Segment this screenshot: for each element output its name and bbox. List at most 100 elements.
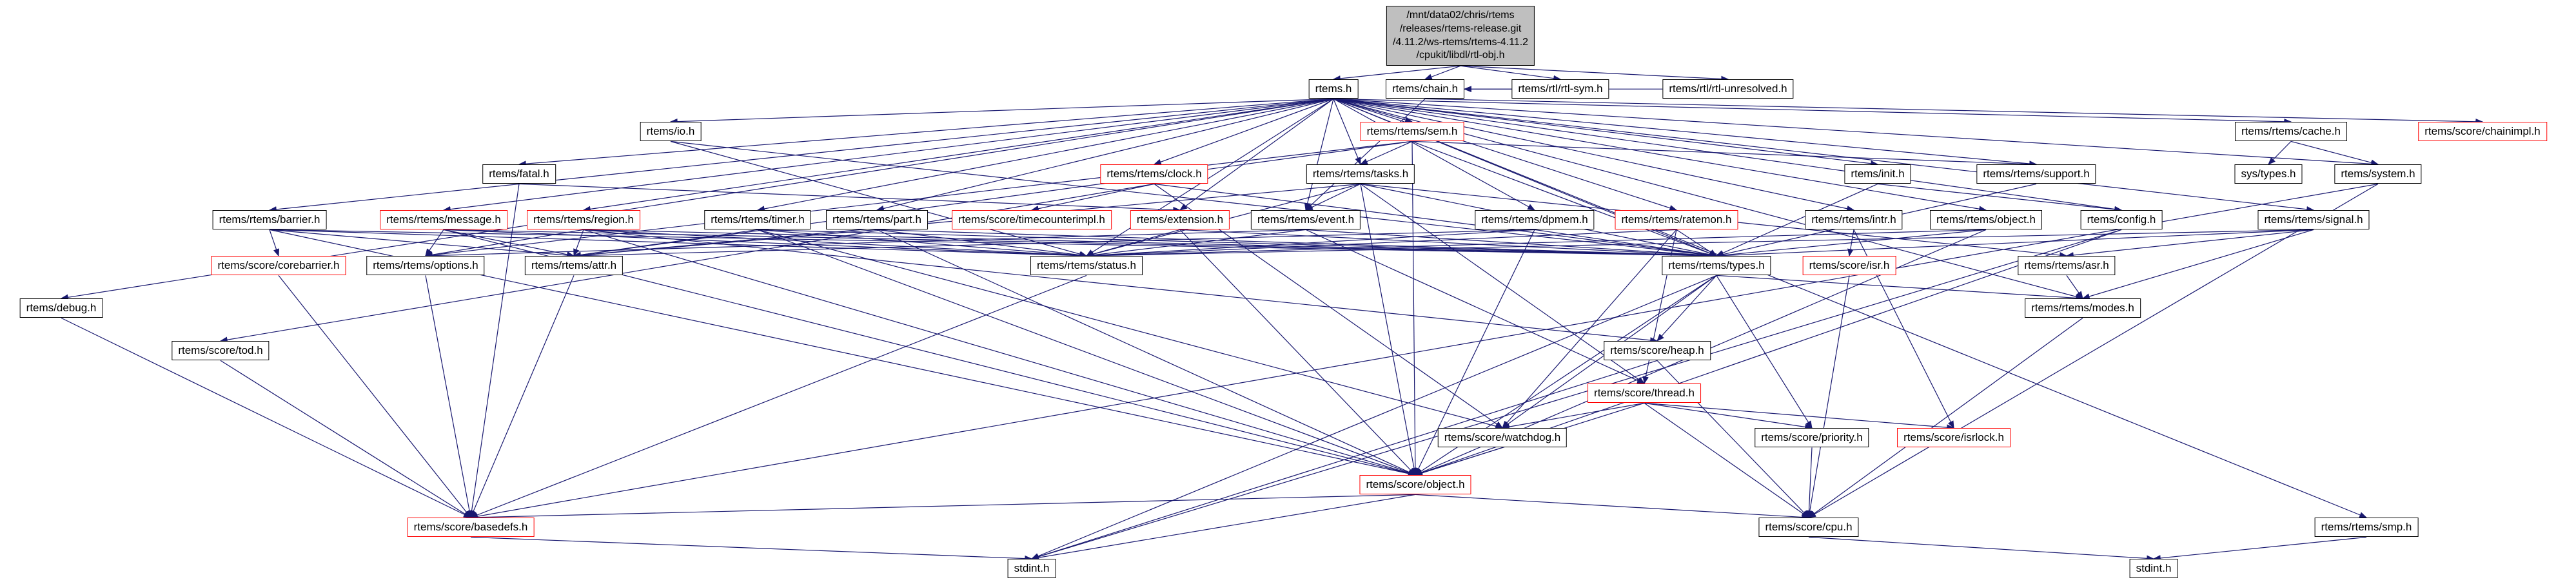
- graph-node-label-line: /mnt/data02/chris/rtems: [1406, 10, 1515, 21]
- edge-fatal--extension: [518, 183, 1181, 213]
- graph-node-priority[interactable]: rtems/score/priority.h: [1755, 428, 1869, 448]
- graph-node-message[interactable]: rtems/rtems/message.h: [380, 210, 507, 230]
- graph-node-chainimpl[interactable]: rtems/score/chainimpl.h: [2418, 122, 2547, 142]
- graph-node-dpmem[interactable]: rtems/rtems/dpmem.h: [1475, 210, 1595, 230]
- graph-node-corebarrier[interactable]: rtems/score/corebarrier.h: [211, 256, 346, 276]
- edge-rtems--status: [1085, 98, 1334, 257]
- graph-node-isr[interactable]: rtems/score/isr.h: [1802, 256, 1896, 276]
- graph-node-barrier[interactable]: rtems/rtems/barrier.h: [212, 210, 327, 230]
- graph-node-rtems[interactable]: rtems.h: [1308, 79, 1359, 99]
- edge-config--stdint_center: [1030, 229, 2122, 560]
- edge-event--status: [1085, 229, 1306, 258]
- graph-node-ratemon[interactable]: rtems/rtems/ratemon.h: [1615, 210, 1738, 230]
- graph-node-config[interactable]: rtems/config.h: [2080, 210, 2163, 230]
- edge-part--status: [876, 229, 1088, 258]
- graph-node-status[interactable]: rtems/rtems/status.h: [1030, 256, 1143, 276]
- edge-rtems--smp: [1333, 98, 2368, 518]
- edge-main--chain: [1424, 65, 1461, 80]
- graph-node-timecounterimpl[interactable]: rtems/score/timecounterimpl.h: [952, 210, 1112, 230]
- edge-signal--asr: [2065, 229, 2314, 258]
- edge-rtems--io: [669, 98, 1334, 125]
- edge-tasks--event: [1304, 183, 1361, 211]
- edge-region--status: [583, 229, 1088, 259]
- graph-node-object_score[interactable]: rtems/score/object.h: [1359, 475, 1471, 495]
- edge-object_classic--types: [1715, 229, 1987, 258]
- graph-node-init[interactable]: rtems/init.h: [1844, 164, 1911, 184]
- graph-node-rtl_unresolved[interactable]: rtems/rtl/rtl-unresolved.h: [1662, 79, 1794, 99]
- edge-clock--types: [1154, 183, 1718, 258]
- graph-node-debug[interactable]: rtems/debug.h: [19, 298, 103, 318]
- edge-barrier--corebarrier: [269, 229, 280, 257]
- graph-node-cache[interactable]: rtems/rtems/cache.h: [2235, 122, 2347, 142]
- edge-sem--types: [1411, 141, 1718, 257]
- graph-node-extension[interactable]: rtems/extension.h: [1130, 210, 1230, 230]
- edge-watchdog--object_score: [1414, 447, 1503, 476]
- graph-node-stdint_right: stdint.h: [2129, 559, 2178, 579]
- graph-node-types[interactable]: rtems/rtems/types.h: [1662, 256, 1771, 276]
- graph-node-intr[interactable]: rtems/rtems/intr.h: [1805, 210, 1903, 230]
- edge-event--thread: [1305, 229, 1646, 384]
- edge-rtems--barrier: [268, 98, 1334, 213]
- edge-cache--system: [2290, 141, 2379, 166]
- edge-system--cpu: [1807, 183, 2379, 518]
- graph-node-region[interactable]: rtems/rtems/region.h: [527, 210, 640, 230]
- graph-node-fatal[interactable]: rtems/fatal.h: [482, 164, 556, 184]
- edge-object_score--basedefs: [469, 494, 1416, 521]
- graph-node-support[interactable]: rtems/rtems/support.h: [1976, 164, 2096, 184]
- edge-object_score--cpu: [1415, 494, 1810, 521]
- graph-node-modes[interactable]: rtems/rtems/modes.h: [2025, 298, 2141, 318]
- graph-node-timer[interactable]: rtems/rtems/timer.h: [704, 210, 811, 230]
- edge-thread--isrlock: [1644, 402, 1955, 431]
- edge-timer--object_score: [757, 229, 1417, 476]
- edge-smp--stdint_right: [2152, 536, 2367, 561]
- graph-node-tod[interactable]: rtems/score/tod.h: [172, 341, 270, 361]
- edge-rtems--init: [1333, 98, 1879, 167]
- edge-message--types: [443, 229, 1718, 259]
- graph-node-rtl_sym[interactable]: rtems/rtl/rtl-sym.h: [1511, 79, 1609, 99]
- graph-node-event[interactable]: rtems/rtems/event.h: [1250, 210, 1361, 230]
- edge-basedefs--stdint_center: [470, 536, 1033, 562]
- edge-thread--watchdog: [1501, 402, 1645, 430]
- edge-system--basedefs: [469, 183, 2379, 519]
- graph-node-watchdog[interactable]: rtems/score/watchdog.h: [1437, 428, 1568, 448]
- graph-node-smp[interactable]: rtems/rtems/smp.h: [2314, 518, 2419, 538]
- graph-node-chain[interactable]: rtems/chain.h: [1385, 79, 1465, 99]
- edge-tasks--thread: [1360, 183, 1645, 384]
- edge-sem--tasks: [1359, 141, 1413, 165]
- graph-node-basedefs[interactable]: rtems/score/basedefs.h: [407, 518, 535, 538]
- graph-node-io[interactable]: rtems/io.h: [640, 122, 702, 142]
- graph-node-heap[interactable]: rtems/score/heap.h: [1604, 341, 1711, 361]
- edge-rtems--message: [442, 98, 1334, 213]
- graph-node-cpu[interactable]: rtems/score/cpu.h: [1758, 518, 1859, 538]
- edge-chain--chainimpl: [1424, 98, 2484, 125]
- graph-node-thread[interactable]: rtems/score/thread.h: [1588, 383, 1701, 403]
- edge-types--heap: [1657, 275, 1717, 342]
- graph-node-system[interactable]: rtems/system.h: [2334, 164, 2422, 184]
- edge-dpmem--status: [1085, 229, 1535, 259]
- edge-thread--priority: [1644, 402, 1813, 431]
- edge-rtems--ratemon: [1333, 98, 1678, 211]
- graph-node-options[interactable]: rtems/rtems/options.h: [366, 256, 485, 276]
- graph-node-asr[interactable]: rtems/rtems/asr.h: [2018, 256, 2116, 276]
- graph-node-tasks[interactable]: rtems/rtems/tasks.h: [1306, 164, 1415, 184]
- edge-cache--sys_types: [2268, 141, 2292, 165]
- edge-attr--basedefs: [470, 275, 575, 519]
- edge-main--rtems: [1332, 65, 1461, 82]
- graph-node-isrlock[interactable]: rtems/score/isrlock.h: [1897, 428, 2011, 448]
- edge-rtems--part: [876, 98, 1334, 212]
- edge-options--basedefs: [425, 275, 473, 519]
- edge-rtems--config: [1333, 98, 2123, 213]
- edge-message--status: [443, 229, 1088, 259]
- graph-node-signal[interactable]: rtems/rtems/signal.h: [2257, 210, 2370, 230]
- edge-dpmem--object_score: [1415, 229, 1535, 476]
- graph-node-object_classic[interactable]: rtems/rtems/object.h: [1930, 210, 2042, 230]
- graph-node-sem[interactable]: rtems/rtems/sem.h: [1360, 122, 1464, 142]
- graph-node-attr[interactable]: rtems/rtems/attr.h: [524, 256, 624, 276]
- edge-dpmem--types: [1534, 229, 1718, 258]
- graph-node-part[interactable]: rtems/rtems/part.h: [826, 210, 928, 230]
- edge-modes--cpu: [1808, 317, 2083, 518]
- edge-dpmem--attr: [573, 229, 1535, 259]
- graph-node-clock[interactable]: rtems/rtems/clock.h: [1100, 164, 1208, 184]
